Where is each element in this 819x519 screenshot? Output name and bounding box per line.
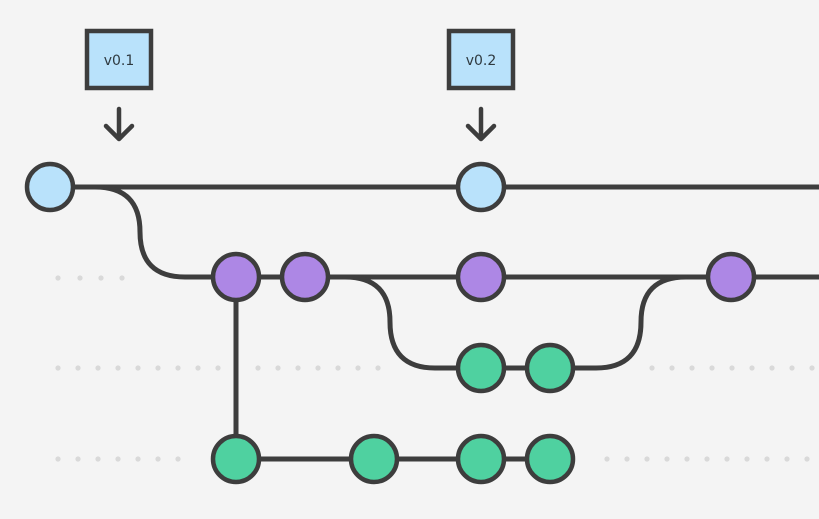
commit-node-main-2 xyxy=(455,161,507,213)
arrow-down-icon xyxy=(465,106,497,142)
commit-node-fb-3 xyxy=(455,433,507,485)
commit-node-main-1 xyxy=(24,161,76,213)
commit-node-fb-2 xyxy=(348,433,400,485)
arrow-down-icon xyxy=(103,106,135,142)
tag-label: v0.2 xyxy=(466,53,497,69)
lane-guides xyxy=(55,275,815,462)
commit-node-fa-2 xyxy=(524,342,576,394)
commit-node-fb-1 xyxy=(210,433,262,485)
commit-node-fb-4 xyxy=(524,433,576,485)
lane-guide-feature-b xyxy=(55,456,810,462)
tag-v0-1: v0.1 xyxy=(84,28,154,142)
commit-node-fa-1 xyxy=(455,342,507,394)
lane-guide-feature-a xyxy=(55,365,815,371)
commit-node-dev-1 xyxy=(210,251,262,303)
branch-out-main-to-develop xyxy=(92,184,239,280)
commit-node-dev-2 xyxy=(279,251,331,303)
lane-guide-develop xyxy=(55,275,125,281)
merge-feature-a-to-develop xyxy=(547,274,689,371)
branch-out-develop-to-feature-a xyxy=(342,274,553,371)
commit-node-dev-3 xyxy=(455,251,507,303)
tag-v0-2: v0.2 xyxy=(446,28,516,142)
tag-label: v0.1 xyxy=(104,53,135,69)
commit-node-dev-4 xyxy=(705,251,757,303)
